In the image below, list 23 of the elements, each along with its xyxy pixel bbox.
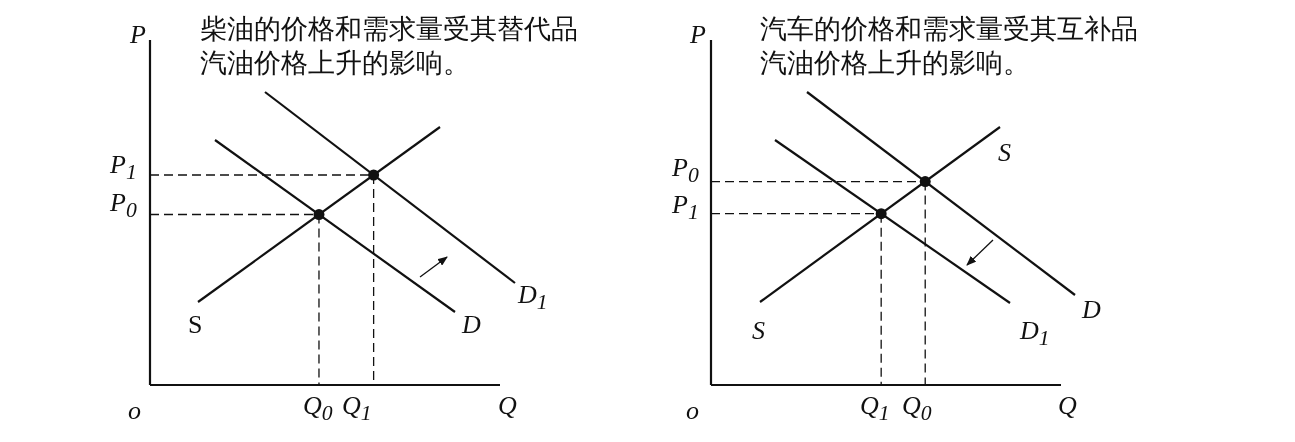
price-label: P$_{1}$	[110, 152, 137, 184]
curve-label: D$_{1}$	[1020, 318, 1050, 350]
axis-label: Q	[1058, 393, 1077, 419]
curve-label: D$_{1}$	[518, 282, 548, 314]
curve-label: D	[462, 312, 481, 338]
price-label: P$_{0}$	[672, 155, 699, 187]
origin-label: o	[686, 398, 699, 424]
axis-label: P	[130, 22, 146, 48]
axis-label: Q	[498, 393, 517, 419]
price-label: P$_{1}$	[672, 192, 699, 224]
curve-label: D	[1082, 297, 1101, 323]
chart-title: 汽车的价格和需求量受其互补品汽油价格上升的影响。	[760, 13, 1139, 80]
chart-title: 柴油的价格和需求量受其替代品汽油价格上升的影响。	[200, 13, 579, 80]
curve-label: S	[752, 318, 765, 344]
axis-label: P	[690, 22, 706, 48]
curve-label: S	[998, 140, 1011, 166]
quantity-label: Q$_{0}$	[902, 393, 932, 425]
quantity-label: Q$_{1}$	[860, 393, 890, 425]
price-label: P$_{0}$	[110, 190, 137, 222]
quantity-label: Q$_{1}$	[342, 393, 372, 425]
curve-label: S	[188, 312, 203, 338]
quantity-label: Q$_{0}$	[303, 393, 333, 425]
origin-label: o	[128, 398, 141, 424]
